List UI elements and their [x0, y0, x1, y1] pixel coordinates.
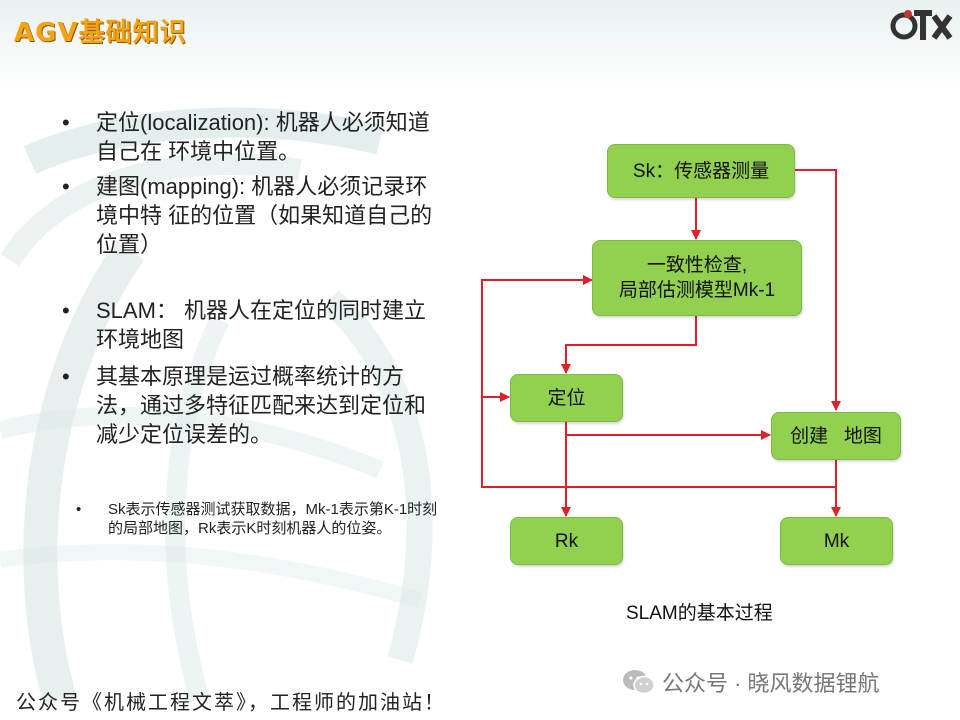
bullet-slam: • SLAM： 机器人在定位的同时建立环境地图 [62, 296, 452, 354]
bullet-text: SLAM： 机器人在定位的同时建立环境地图 [96, 298, 427, 352]
bullet-dot: • [62, 110, 70, 135]
wechat-icon [623, 670, 655, 695]
node-label: Sk：传感器测量 [632, 160, 770, 182]
node-label: Rk [554, 530, 579, 552]
bullet-principle: • 其基本原理是运过概率统计的方法，通过多特征匹配来达到定位和减少定位误差的。 [62, 362, 452, 449]
bullet-localization: • 定位(localization): 机器人必须知道自己在 环境中位置。 [62, 108, 452, 166]
node-create-map: 创建 地图 [771, 412, 901, 460]
bullet-mapping: • 建图(mapping): 机器人必须记录环境中特 征的位置（如果知道自己的位… [62, 172, 452, 259]
footer-left-text: 公众号《机械工程文萃》，工程师的加油站！ [16, 690, 446, 714]
node-sensor-measurement: Sk：传感器测量 [607, 144, 795, 198]
node-label-line2: 局部估测模型Mk-1 [618, 280, 776, 301]
node-label: Mk [823, 530, 850, 552]
node-label: 创建 地图 [790, 425, 882, 447]
footer-right-text: 公众号 · 晓风数据锂航 [662, 671, 880, 696]
node-localization: 定位 [510, 374, 623, 422]
bullet-dot: • [62, 364, 70, 389]
node-consistency-check: 一致性检查, 局部估测模型Mk-1 [592, 240, 802, 316]
node-mk: Mk [780, 517, 893, 565]
page-title: AGV基础知识 [14, 18, 187, 48]
diagram-caption: SLAM的基本过程 [626, 603, 773, 624]
brand-logo-icon [890, 10, 953, 40]
bullet-dot: • [62, 174, 70, 199]
bullet-dot: • [62, 298, 70, 323]
bullet-text: Sk表示传感器测试获取数据，Mk-1表示第K-1时刻的局部地图，Rk表示K时刻机… [108, 501, 438, 537]
node-rk: Rk [510, 517, 623, 565]
bullet-text: 定位(localization): 机器人必须知道自己在 环境中位置。 [96, 110, 430, 164]
node-label-line1: 一致性检查, [646, 255, 748, 276]
footer-watermark: 公众号 · 晓风数据锂航 [622, 666, 880, 698]
bullet-text: 其基本原理是运过概率统计的方法，通过多特征匹配来达到定位和减少定位误差的。 [96, 364, 427, 447]
bullet-dot: • [76, 501, 82, 518]
bullet-text: 建图(mapping): 机器人必须记录环境中特 征的位置（如果知道自己的位置） [96, 174, 433, 257]
node-label: 定位 [547, 387, 586, 409]
bullet-notation: • Sk表示传感器测试获取数据，Mk-1表示第K-1时刻的局部地图，Rk表示K时… [62, 500, 452, 538]
